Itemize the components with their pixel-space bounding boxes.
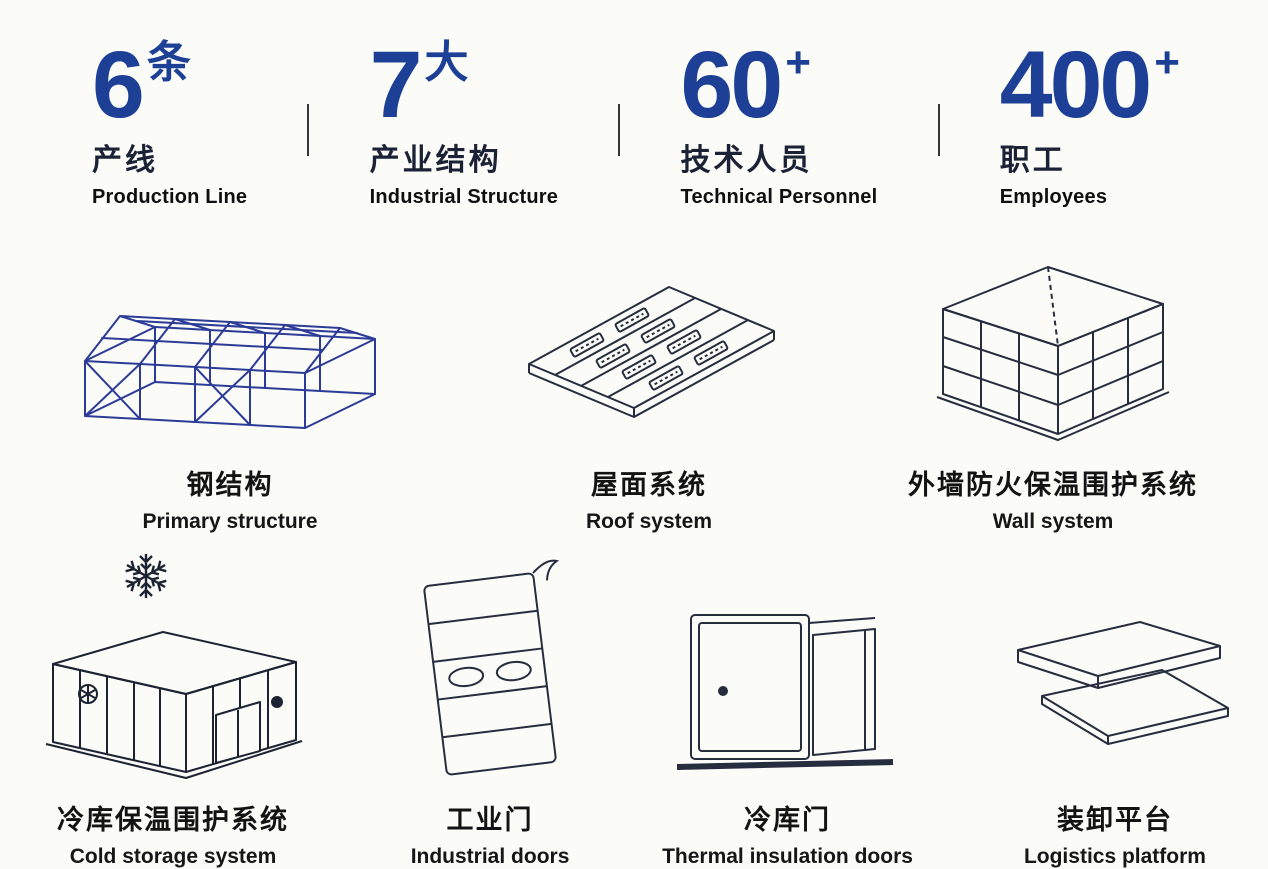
product-en-label: Logistics platform — [1023, 845, 1206, 868]
product-en-label: Wall system — [992, 510, 1114, 533]
stat-en-label: Employees — [999, 186, 1108, 208]
product-en-label: Thermal insulation doors — [662, 845, 913, 868]
product-caption: 外墙防火保温围护系统 Wall system — [908, 463, 1198, 534]
product-zh-label: 冷库门 — [744, 805, 831, 835]
product-loading-platform: 装卸平台 Logistics platform — [990, 552, 1240, 869]
wall-system-illustration — [923, 237, 1183, 449]
stat-en-label: Technical Personnel — [680, 186, 878, 208]
cold-storage-illustration — [28, 552, 318, 784]
product-zh-label: 装卸平台 — [1056, 805, 1173, 835]
loading-platform-illustration — [990, 552, 1240, 784]
product-en-label: Cold storage system — [69, 845, 277, 868]
cold-storage-door-illustration — [663, 552, 913, 784]
product-cold-storage: 冷库保温围护系统 Cold storage system — [28, 552, 318, 869]
stat-zh-label: 产业结构 — [369, 144, 502, 177]
products-row-1: 钢结构 Primary structure — [0, 237, 1268, 534]
stat-number: 400+ — [999, 32, 1180, 138]
product-caption: 屋面系统 Roof system — [586, 463, 712, 534]
product-industrial-door: 工业门 Industrial doors — [395, 552, 585, 869]
stat-employees: 400+ 职工 Employees — [1000, 38, 1180, 209]
industrial-door-illustration — [395, 552, 585, 784]
product-zh-label: 钢结构 — [186, 470, 274, 500]
stat-number: 60+ — [680, 32, 811, 138]
product-caption: 工业门 Industrial doors — [411, 798, 570, 869]
product-zh-label: 外墙防火保温围护系统 — [908, 470, 1198, 500]
stat-en-label: Industrial Structure — [369, 186, 559, 208]
product-caption: 冷库保温围护系统 Cold storage system — [57, 798, 289, 869]
product-wall-system: 外墙防火保温围护系统 Wall system — [908, 237, 1198, 534]
vertical-divider — [307, 104, 310, 156]
product-cold-storage-door: 冷库门 Thermal insulation doors — [662, 552, 913, 869]
stat-technical-personnel: 60+ 技术人员 Technical Personnel — [681, 38, 878, 209]
product-roof-system: 屋面系统 Roof system — [509, 237, 789, 534]
stat-zh-label: 产线 — [92, 144, 158, 177]
product-caption: 钢结构 Primary structure — [142, 463, 317, 534]
product-en-label: Roof system — [585, 510, 713, 533]
roof-system-illustration — [509, 237, 789, 449]
product-caption: 装卸平台 Logistics platform — [1024, 798, 1206, 869]
product-caption: 冷库门 Thermal insulation doors — [662, 798, 913, 869]
vertical-divider — [937, 104, 940, 156]
stat-zh-label: 职工 — [999, 144, 1066, 177]
product-en-label: Industrial doors — [410, 845, 570, 868]
steel-structure-illustration — [70, 237, 390, 449]
stat-zh-label: 技术人员 — [680, 144, 813, 177]
product-zh-label: 工业门 — [446, 805, 534, 835]
product-zh-label: 冷库保温围护系统 — [57, 805, 289, 835]
products-row-2: 冷库保温围护系统 Cold storage system — [0, 552, 1268, 869]
stat-en-label: Production Line — [92, 186, 248, 208]
product-steel-structure: 钢结构 Primary structure — [70, 237, 390, 534]
vertical-divider — [618, 104, 621, 156]
product-zh-label: 屋面系统 — [591, 470, 707, 500]
product-en-label: Primary structure — [142, 510, 318, 533]
